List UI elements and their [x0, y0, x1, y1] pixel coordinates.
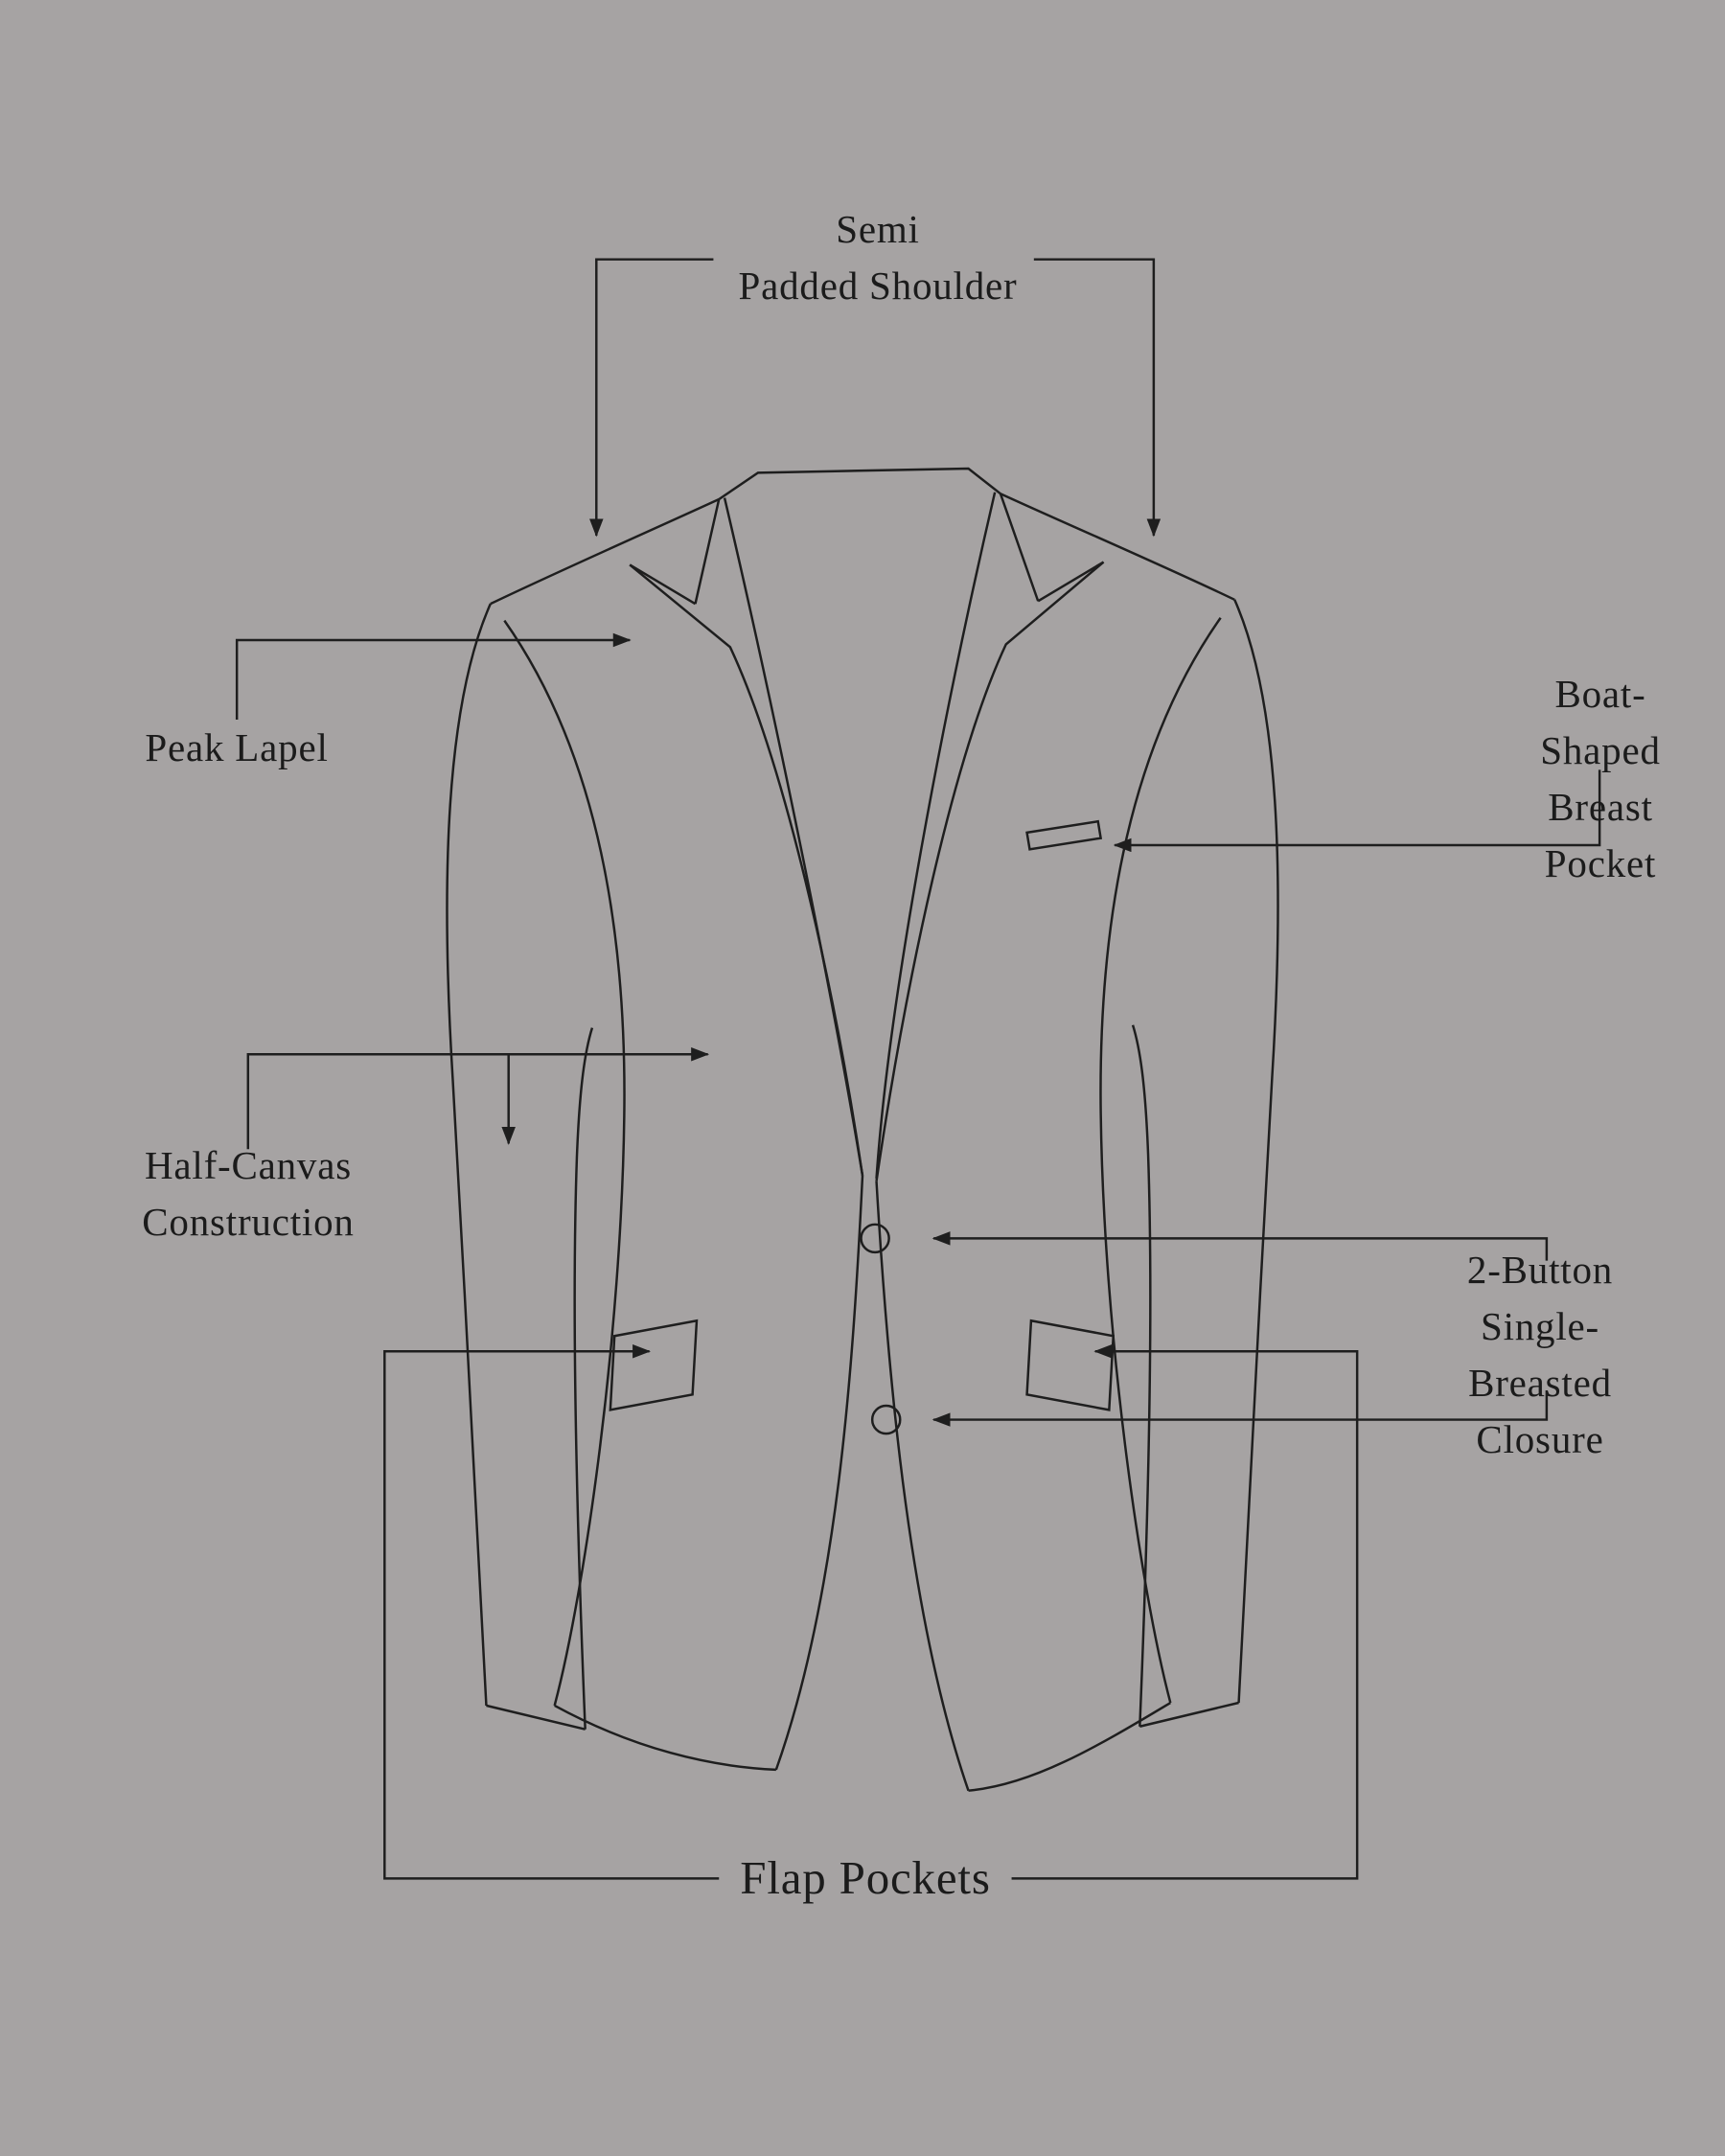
right-cuff-line	[1139, 1701, 1239, 1728]
left-hem-line	[554, 1704, 776, 1772]
left-cuff-line	[486, 1704, 586, 1731]
label-peak-lapel: Peak Lapel	[145, 725, 329, 769]
left-lapel-outer-edge	[629, 563, 864, 1177]
left-front-quarter-edge	[774, 1175, 864, 1771]
right-sleeve-outer-edge	[1233, 599, 1279, 1704]
left-shoulder-seam	[490, 497, 720, 606]
label-half-canvas-construction: Half-Canvas Construction	[142, 1143, 355, 1245]
left-armhole-side-seam	[503, 619, 626, 1707]
shoulder-connector-left	[589, 258, 714, 538]
left-sleeve-outer-edge	[446, 603, 492, 1706]
right-lapel-roll-line	[875, 492, 997, 1179]
label-flap-pockets: Flap Pockets	[740, 1851, 991, 1904]
left-peak-inner-edge	[629, 563, 697, 606]
bottom-button	[870, 1404, 902, 1435]
right-sleeve-inner-edge	[1131, 1024, 1152, 1727]
right-front-quarter-edge	[875, 1181, 970, 1792]
left-sleeve-inner-edge	[573, 1027, 594, 1730]
label-boat-shaped-breast-pocket: Boat-Shaped Breast Pocket	[1540, 672, 1661, 886]
shoulder-connector-right	[1033, 258, 1162, 538]
peak-lapel-connector	[235, 632, 632, 720]
half-canvas-connector	[246, 1046, 710, 1150]
left-flap-pocket	[609, 1319, 699, 1411]
right-flap-pocket	[1025, 1319, 1116, 1411]
label-two-button-closure: 2-Button Single-Breasted Closure	[1466, 1248, 1614, 1462]
right-peak-inner-edge	[1037, 561, 1105, 603]
closure-connector-bottom	[932, 1390, 1549, 1427]
right-lapel-outer-edge	[875, 561, 1105, 1181]
flap-pockets-connector-left	[383, 1343, 720, 1880]
back-collar-line	[718, 467, 1001, 501]
right-hem-line	[968, 1701, 1171, 1792]
right-shoulder-seam	[1000, 493, 1235, 601]
closure-connector-top	[932, 1231, 1549, 1261]
left-collar-front-edge	[694, 498, 721, 605]
breast-pocket-welt	[1025, 819, 1103, 851]
annotation-connectors	[235, 258, 1601, 1880]
breast-pocket-connector	[1113, 769, 1601, 853]
jacket-outline	[446, 467, 1279, 1792]
label-semi-padded-shoulder: Semi Padded Shoulder	[738, 207, 1018, 309]
right-collar-front-edge	[999, 493, 1040, 602]
top-button	[860, 1223, 890, 1254]
right-armhole-side-seam	[1099, 617, 1222, 1704]
flap-pockets-connector-right	[1011, 1343, 1359, 1880]
